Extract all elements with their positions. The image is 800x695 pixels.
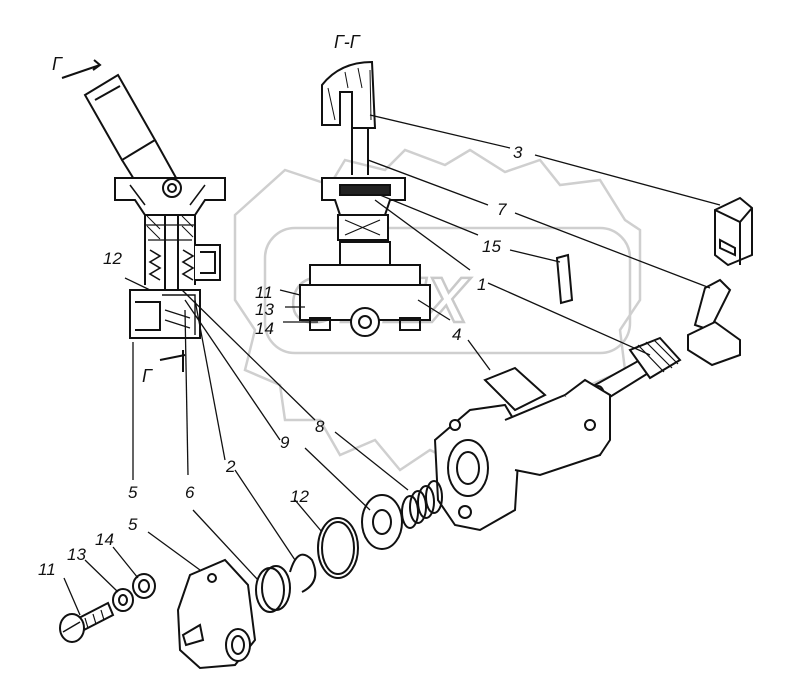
leader-lines [63, 114, 721, 616]
part-11-screw [59, 601, 115, 643]
callout-14-section: 14 [255, 319, 274, 338]
valve-section-view [61, 59, 226, 372]
section-mark-top: Г [52, 54, 63, 74]
callout-3: 3 [513, 143, 523, 162]
part-3-knob [714, 196, 753, 267]
callout-2: 2 [225, 457, 236, 476]
section-mark-bottom: Г [142, 366, 153, 386]
callout-5-section: 5 [128, 483, 138, 502]
callout-11: 11 [38, 560, 56, 579]
part-15-pin [555, 253, 574, 305]
callout-5: 5 [128, 515, 138, 534]
callout-12: 12 [290, 487, 309, 506]
callout-11-section: 11 [255, 283, 273, 302]
part-4-body [433, 366, 611, 532]
part-8-spring [401, 480, 443, 529]
callout-6: 6 [185, 483, 195, 502]
callout-13: 13 [67, 545, 86, 564]
section-title: Г-Г [334, 32, 361, 52]
callout-13-section: 13 [255, 300, 274, 319]
callout-14: 14 [95, 530, 114, 549]
part-14-washer [132, 573, 156, 599]
callout-9: 9 [280, 433, 290, 452]
callout-1: 1 [477, 275, 486, 294]
part-6-ring [255, 565, 291, 613]
part-13-lock-washer [112, 588, 134, 612]
part-2-retaining-ring [289, 553, 317, 593]
valve-cross-section-view [299, 60, 431, 337]
callout-4: 4 [452, 325, 461, 344]
part-9-seal [361, 494, 403, 550]
callout-12-section: 12 [103, 249, 122, 268]
part-5-cover [176, 558, 257, 670]
callout-15: 15 [482, 237, 501, 256]
callout-8: 8 [315, 417, 325, 436]
part-12-o-ring [317, 517, 359, 579]
callout-7: 7 [497, 200, 507, 219]
part-7-lever [687, 278, 741, 367]
